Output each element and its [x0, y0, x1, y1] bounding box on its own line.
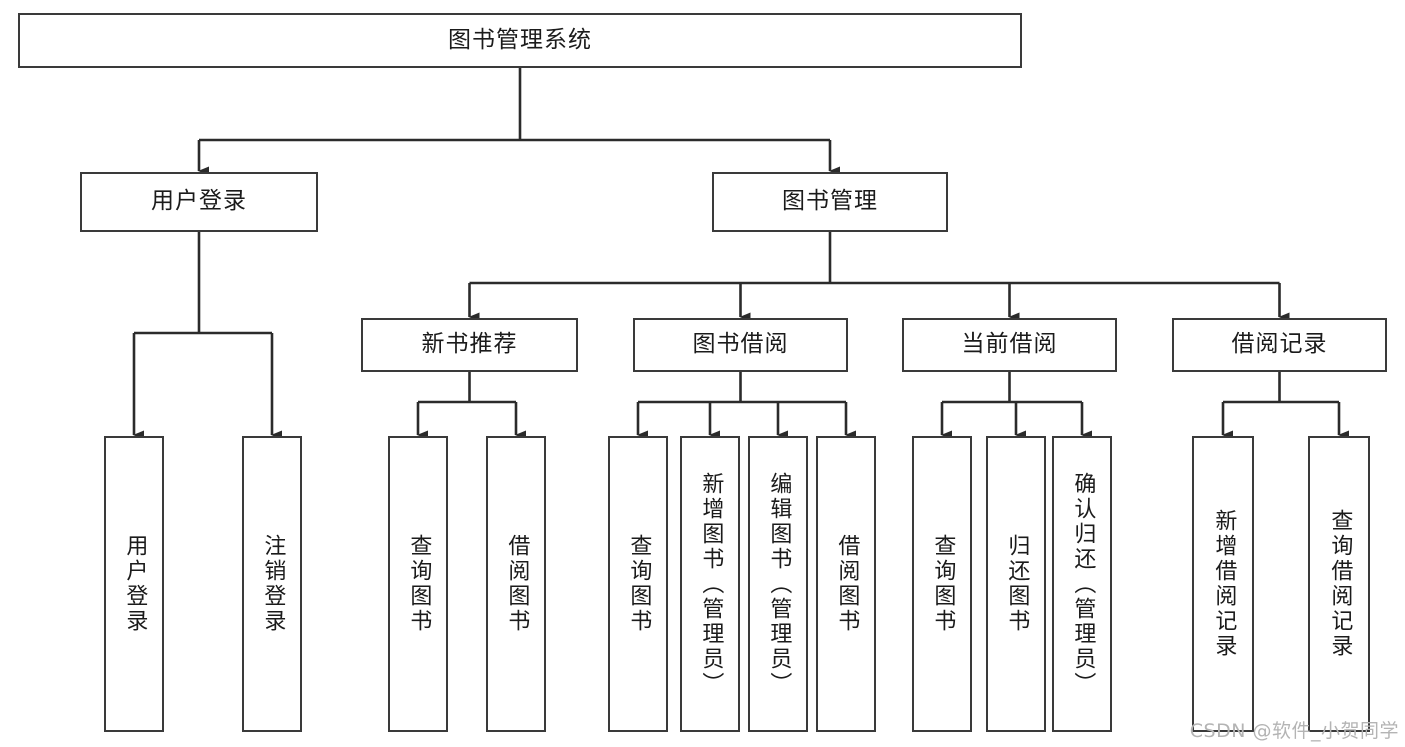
node-label: 新增借阅记录 — [1211, 509, 1237, 659]
node-label: 借阅图书 — [504, 534, 530, 634]
node-label: 确认归还（管理员） — [1070, 471, 1096, 697]
node-leaf-10[interactable]: 确认归还（管理员） — [1052, 436, 1112, 732]
node-level2-0[interactable]: 用户登录 — [80, 172, 318, 232]
node-leaf-5[interactable]: 新增图书（管理员） — [680, 436, 740, 732]
node-label: 当前借阅 — [961, 331, 1058, 358]
node-leaf-3[interactable]: 借阅图书 — [486, 436, 546, 732]
node-label: 编辑图书（管理员） — [766, 471, 792, 697]
node-leaf-1[interactable]: 注销登录 — [242, 436, 302, 732]
node-leaf-7[interactable]: 借阅图书 — [816, 436, 876, 732]
node-label: 查询图书 — [930, 534, 956, 634]
node-label: 图书借阅 — [692, 331, 789, 358]
node-level2-1[interactable]: 图书管理 — [712, 172, 948, 232]
node-label: 用户登录 — [122, 534, 148, 634]
node-label: 新增图书（管理员） — [698, 471, 724, 697]
node-root[interactable]: 图书管理系统 — [18, 13, 1022, 68]
node-label: 查询借阅记录 — [1327, 509, 1353, 659]
node-level3-3[interactable]: 借阅记录 — [1172, 318, 1387, 372]
node-level3-2[interactable]: 当前借阅 — [902, 318, 1117, 372]
node-leaf-2[interactable]: 查询图书 — [388, 436, 448, 732]
watermark-label: CSDN @软件_小贺同学 — [1189, 720, 1399, 742]
node-label: 新书推荐 — [421, 331, 518, 358]
node-leaf-11[interactable]: 新增借阅记录 — [1192, 436, 1254, 732]
node-leaf-8[interactable]: 查询图书 — [912, 436, 972, 732]
node-label: 用户登录 — [151, 188, 247, 215]
node-label: 查询图书 — [626, 534, 652, 634]
node-leaf-12[interactable]: 查询借阅记录 — [1308, 436, 1370, 732]
node-leaf-9[interactable]: 归还图书 — [986, 436, 1046, 732]
node-leaf-6[interactable]: 编辑图书（管理员） — [748, 436, 808, 732]
node-label: 图书管理 — [782, 188, 878, 215]
node-label: 借阅记录 — [1231, 331, 1328, 358]
node-label: 查询图书 — [406, 534, 432, 634]
node-label: 借阅图书 — [834, 534, 860, 634]
node-level3-1[interactable]: 图书借阅 — [633, 318, 848, 372]
node-label: 归还图书 — [1004, 534, 1030, 634]
node-label: 注销登录 — [260, 534, 286, 634]
node-label: 图书管理系统 — [448, 26, 592, 53]
node-level3-0[interactable]: 新书推荐 — [361, 318, 578, 372]
node-leaf-4[interactable]: 查询图书 — [608, 436, 668, 732]
node-leaf-0[interactable]: 用户登录 — [104, 436, 164, 732]
